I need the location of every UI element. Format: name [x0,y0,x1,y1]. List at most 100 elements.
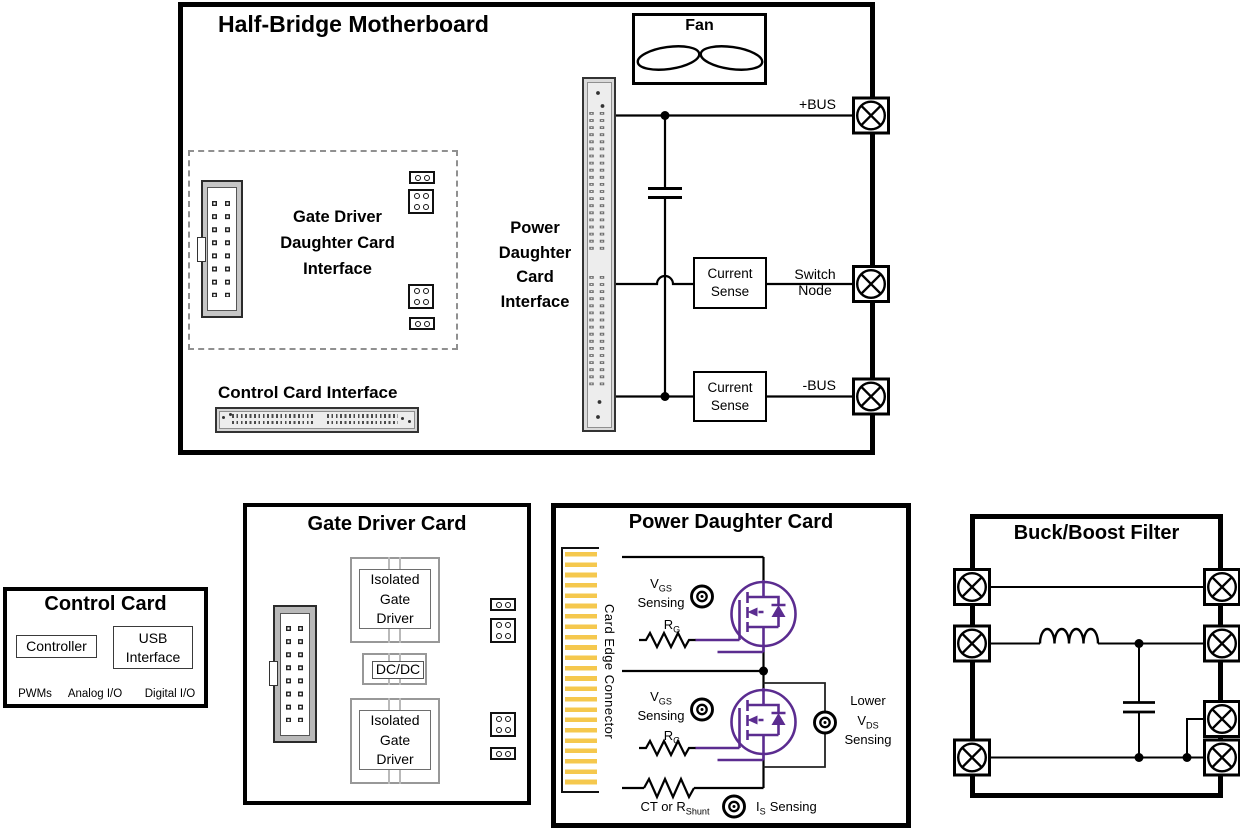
is-i: I [756,799,760,814]
power-edge-connector-inner [586,81,612,428]
current-sense-lower-box: Current Sense [693,371,767,422]
igd-line1: Isolated [370,712,420,728]
vgs-lower-label: VGS Sensing [628,687,694,725]
jumper-pin [413,193,420,200]
gate-driver-interface-line1: Gate Driver [293,208,382,226]
controller-label: Controller [26,638,87,654]
switch-node-label: Switch Node [786,266,844,298]
jumper-pin [422,288,429,295]
igd-line1: Isolated [370,571,420,587]
gate-driver-interface-region [188,150,458,350]
switch-node-line1: Switch [794,266,836,282]
connector-pin-row [232,414,313,418]
rg-r: R [663,728,674,743]
jumper-4pin [490,712,516,737]
isolated-gate-driver-top-label: Isolated Gate Driver [360,570,430,629]
buck-boost-title: Buck/Boost Filter [1013,522,1180,544]
current-sense-line: Sense [710,283,750,299]
jumper-pin [422,203,429,210]
jumper-pin [414,320,421,327]
ct-prefix: CT or R [640,799,686,814]
rg-sub: G [673,624,681,635]
jumper-pin [504,632,511,639]
igd-line3: Driver [376,610,414,626]
is-sub: S [759,806,766,817]
jumper-pin [495,632,502,639]
gdc-idc-notch [269,661,278,686]
plus-bus-label: +BUS [799,96,836,112]
controller-box: Controller [16,635,97,658]
vgs-upper-line1: VGS [628,574,694,593]
control-card-interface-label: Control Card Interface [218,383,398,402]
lower-vds-label: Lower VDS Sensing [836,691,900,750]
connector-pin-row [232,420,313,424]
jumper-pin [413,298,420,305]
power-interface-line1: Power [510,219,560,237]
vds-line1: Lower [850,693,886,708]
current-sense-upper-box: Current Sense [693,257,767,309]
connector-dot [222,416,225,419]
jumper-pin [423,174,430,181]
usb-line2: Interface [125,649,181,665]
fan-box: Fan [632,13,767,85]
gate-driver-interface-label: Gate Driver Daughter Card Interface [240,204,435,282]
vgs-v: V [650,689,659,704]
fan-label: Fan [685,17,714,34]
isolated-gate-driver-bottom-label: Isolated Gate Driver [360,711,430,770]
dcdc-box: DC/DC [372,661,424,679]
vgs-upper-label: VGS Sensing [628,574,694,612]
gate-driver-interface-line2: Daughter Card [280,234,395,252]
vgs-upper-line2: Sensing [637,595,685,610]
jumper-pin [495,716,502,723]
switch-node-line2: Node [798,282,832,298]
jumper-pin [422,298,429,305]
isolated-gate-driver-top-box: Isolated Gate Driver [359,569,431,629]
power-interface-line3: Card [516,268,554,286]
gold-fingers [565,552,597,790]
current-sense-line: Current [707,266,753,281]
vds-sub: DS [866,720,879,731]
usb-interface-box: USB Interface [113,626,193,669]
card-edge-connector-label: Card Edge Connector [602,604,617,740]
gate-driver-interface-line3: Interface [303,260,372,278]
ct-sub: Shunt [685,806,710,817]
usb-interface-label: USB Interface [114,627,192,667]
power-daughter-card-title: Power Daughter Card [628,511,834,533]
card-edge-connector [561,547,599,793]
jumper-pin [422,193,429,200]
power-interface-line4: Interface [500,292,570,311]
jumper-pin [495,622,502,629]
is-rest: Sensing [769,799,817,814]
vds-line2: VDS [836,711,900,731]
motherboard-title: Half-Bridge Motherboard [218,11,489,37]
jumper-4pin [490,618,516,643]
connector-pin-row [327,420,398,424]
buck-boost-box [970,514,1223,798]
jumper-2pin [409,171,435,184]
jumper-pin [504,726,511,733]
jumper-pin [495,601,502,608]
power-interface-line2: Daughter [498,243,572,262]
digital-io-label: Digital I/O [144,688,196,700]
rg-upper-label: RG [655,617,689,635]
igd-line3: Driver [376,751,414,767]
isolated-gate-driver-bottom-box: Isolated Gate Driver [359,710,431,770]
vds-v: V [857,712,867,728]
jumper-pin [495,726,502,733]
current-sense-line: Sense [710,397,750,413]
jumper-2pin [490,747,516,760]
jumper-pin [504,622,511,629]
vds-line3: Sensing [844,732,892,747]
current-sense-upper-label: Current Sense [695,259,765,300]
minus-bus-label: -BUS [802,377,836,393]
vgs-lower-line1: VGS [628,687,694,706]
rg-lower-label: RG [655,728,689,746]
jumper-pin [495,750,502,757]
jumper-pin [504,601,511,608]
power-interface-label: Power Daughter Card Interface [490,216,580,314]
rg-sub: G [673,735,681,746]
jumper-4pin [408,189,434,214]
usb-line1: USB [138,630,168,646]
